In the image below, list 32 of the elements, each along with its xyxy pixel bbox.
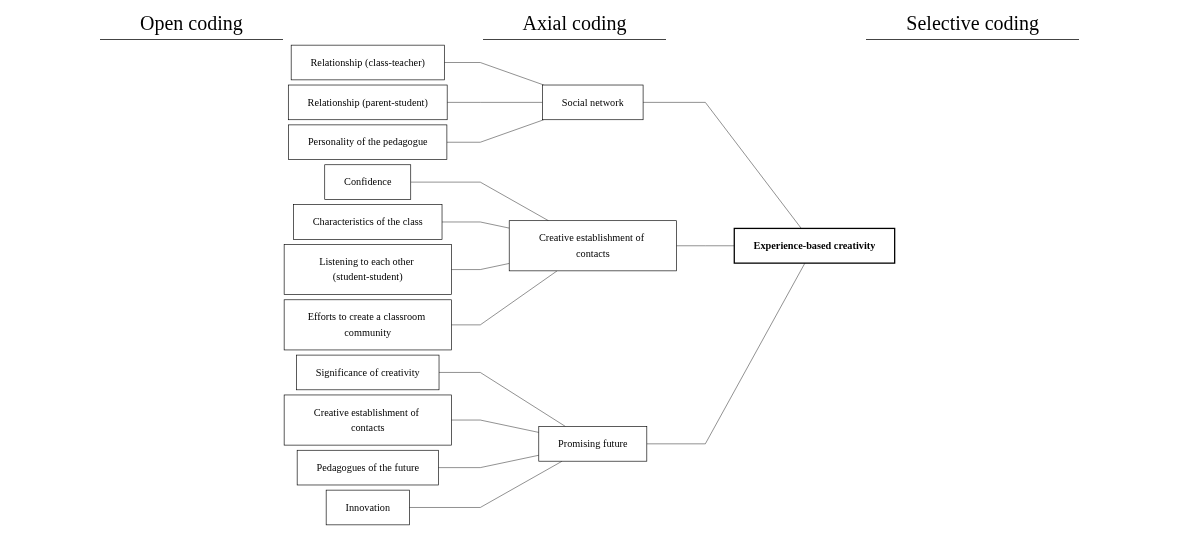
node-box: Listening to each other (student-student) (283, 244, 452, 295)
node-box: Efforts to create a classroom community (283, 299, 452, 351)
node-box: Social network (542, 84, 644, 121)
connector (410, 181, 549, 221)
connector (438, 454, 540, 468)
connector (446, 119, 545, 143)
connector (446, 102, 543, 103)
column-heading: Axial coding (482, 12, 667, 40)
node-box: Promising future (538, 426, 648, 462)
node-box: Personality of the pedagogue (288, 124, 448, 160)
connector (451, 419, 540, 433)
node-box: Significance of creativity (296, 354, 440, 391)
connector (676, 245, 735, 247)
node-box: Relationship (parent-student) (288, 84, 448, 121)
connector (444, 62, 545, 86)
node-box: Innovation (325, 489, 410, 526)
connector (642, 102, 802, 229)
node-box: Confidence (324, 164, 412, 200)
connector (451, 263, 510, 270)
node-box: Relationship (class-teacher) (290, 44, 445, 81)
node-box: Experience-based creativity (733, 227, 896, 264)
connector (438, 372, 566, 427)
connector (646, 262, 806, 445)
column-heading: Open coding (99, 12, 283, 40)
connector (409, 460, 563, 508)
node-box: Creative establishment of contacts (509, 220, 677, 272)
node-box: Characteristics of the class (293, 204, 443, 240)
node-box: Pedagogues of the future (296, 449, 439, 486)
connector (441, 221, 510, 229)
node-box: Creative establishment of contacts (283, 394, 452, 446)
connector (451, 270, 558, 326)
column-heading: Selective coding (866, 12, 1080, 40)
